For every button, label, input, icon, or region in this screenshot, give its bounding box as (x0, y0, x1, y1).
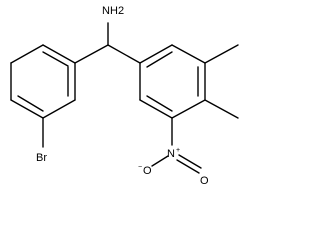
amine-hydrogen-label: H2 (110, 5, 124, 17)
ring-double-bond (42, 51, 69, 67)
amine-nitrogen-symbol: N (102, 5, 110, 17)
nitro-n-o-single-bond (151, 155, 169, 167)
nitro-n-o-double-bond (176, 159, 200, 174)
ring-bond (42, 99, 76, 119)
ring-to-central-carbon-bond (74, 44, 109, 64)
ring-bond (139, 44, 173, 64)
nitro-oxygen-single-symbol: O (143, 165, 152, 177)
bromophenyl-ring (10, 44, 76, 119)
bromine-label: Br (36, 152, 47, 164)
chemical-structure: N H2 Br N + − O O (10, 5, 239, 187)
ring-bond (42, 44, 76, 64)
nitro-oxygen-single-label: − O (138, 164, 152, 177)
nitro-nitrogen-label: N + (167, 147, 180, 160)
ring-double-bond (146, 95, 173, 112)
ring-double-bond (146, 51, 173, 68)
ring-bond (10, 44, 44, 64)
nitro-oxygen-charge: − (138, 164, 142, 171)
methyl-bond-lower (204, 99, 239, 119)
ring-bond (10, 99, 44, 119)
central-carbon-to-ring-bond (107, 44, 141, 64)
nitro-nitrogen-symbol: N (167, 148, 175, 160)
amine-label: N H2 (102, 5, 124, 17)
ring-bond (171, 44, 206, 64)
nitro-oxygen-double-symbol: O (200, 175, 209, 187)
ring-double-bond (17, 95, 44, 112)
nitro-n-o-double-bond (178, 154, 202, 169)
ring-bond (139, 99, 173, 119)
nitro-dimethylphenyl-ring (139, 44, 206, 119)
ring-bond (171, 99, 206, 119)
nitro-nitrogen-charge: + (176, 147, 180, 154)
methyl-bond-upper (204, 44, 239, 64)
